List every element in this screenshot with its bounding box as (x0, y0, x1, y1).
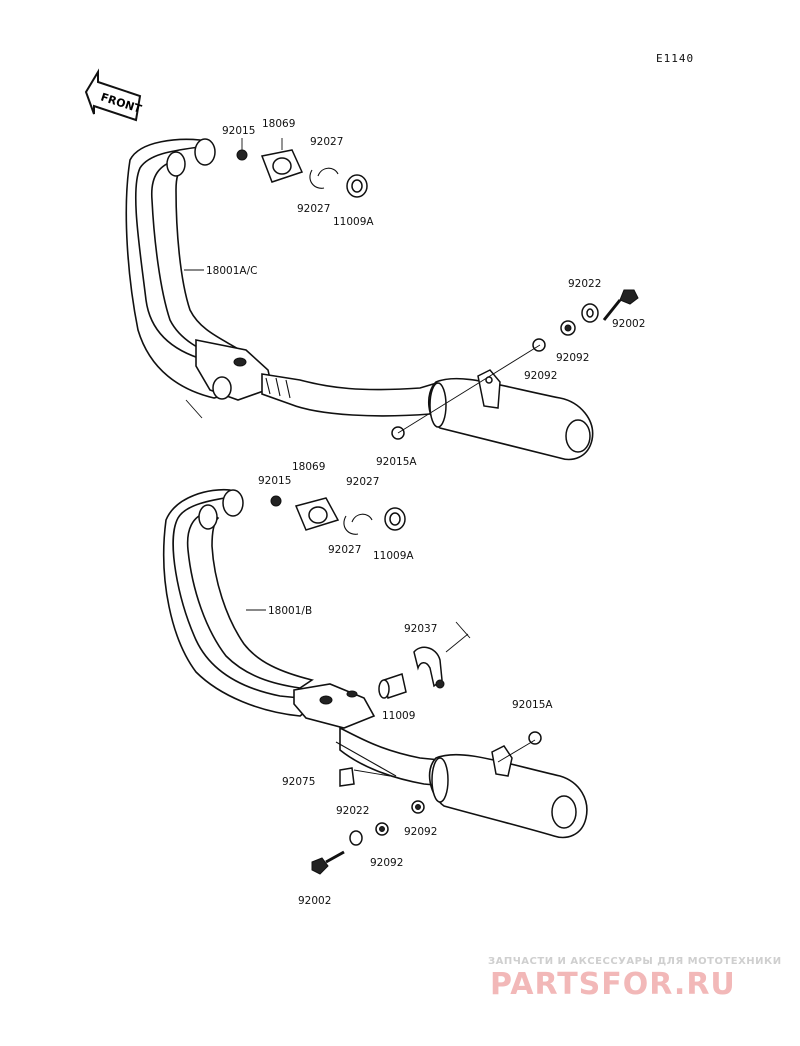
top-midpipe (261, 373, 450, 417)
top-label-92092-a: 92092 (556, 352, 589, 364)
top-collector-outlet (212, 376, 232, 400)
watermark-tagline: ЗАПЧАСТИ И АКСЕССУАРЫ ДЛЯ МОТОТЕХНИКИ (488, 956, 782, 967)
bottom-gasket-11009A-icon (384, 507, 406, 531)
top-assembly: 92015 18069 92027 92027 11009A 18001A/C … (125, 118, 645, 468)
top-headpipe (125, 138, 237, 399)
bottom-collector (293, 683, 376, 729)
top-pipe-inlet-1 (194, 138, 216, 166)
top-label-18069: 18069 (262, 118, 295, 130)
top-nut-92092-a-icon (560, 320, 576, 336)
top-muffler (428, 377, 594, 461)
top-label-92015: 92015 (222, 125, 255, 137)
top-label-92027-lower: 92027 (297, 203, 330, 215)
bottom-label-92027-lower: 92027 (328, 544, 361, 556)
front-arrow-icon: FRONT (84, 68, 144, 122)
bottom-label-92022: 92022 (336, 805, 369, 817)
top-label-92092-b: 92092 (524, 370, 557, 382)
bottom-headpipe-inner (186, 511, 314, 689)
bottom-label-18069: 18069 (292, 461, 325, 473)
bottom-muffler (428, 753, 588, 839)
top-collar-92027-icon (309, 167, 339, 189)
top-flange-18069-icon (260, 149, 304, 183)
top-label-92002: 92002 (612, 318, 645, 330)
bottom-nut-92092-a-icon (411, 800, 425, 814)
bottom-label-11009A: 11009A (373, 550, 414, 562)
bottom-label-92027-upper: 92027 (346, 476, 379, 488)
bottom-label-92015: 92015 (258, 475, 291, 487)
top-muffler-end (565, 419, 591, 453)
bottom-damper-92075-icon (339, 767, 355, 787)
bottom-nut-92015-icon (270, 495, 282, 507)
top-gasket-11009A-icon (346, 174, 368, 198)
top-pipe-inlet-2 (166, 151, 186, 177)
top-label-92027-upper: 92027 (310, 136, 343, 148)
bottom-label-92092-a: 92092 (404, 826, 437, 838)
top-label-92022: 92022 (568, 278, 601, 290)
bottom-label-92037: 92037 (404, 623, 437, 635)
bottom-bolt-92002-icon (311, 850, 345, 875)
bottom-assembly: 92015 18069 92027 92027 11009A 18001/B 9… (163, 461, 588, 907)
bottom-muffler-end (551, 795, 577, 829)
bottom-label-18001B: 18001/B (268, 605, 312, 617)
bottom-pipe-inlet-1 (222, 489, 244, 517)
top-label-11009A: 11009A (333, 216, 374, 228)
bottom-label-92002: 92002 (298, 895, 331, 907)
top-washer-92022-icon (581, 303, 599, 323)
top-nut-92015-icon (236, 149, 248, 161)
bottom-label-11009: 11009 (382, 710, 415, 722)
top-label-18001AC: 18001A/C (206, 265, 257, 277)
bottom-headpipe (163, 488, 323, 717)
bottom-washer-92022-icon (349, 830, 363, 846)
top-nut-92092-b-icon (532, 338, 546, 352)
bottom-nut-92092-b-icon (375, 822, 389, 836)
bottom-label-92015A: 92015A (512, 699, 553, 711)
bottom-gasket-11009-icon (378, 673, 407, 699)
top-label-92015A: 92015A (376, 456, 417, 468)
bottom-flange-18069-icon (294, 497, 340, 531)
bottom-label-92075: 92075 (282, 776, 315, 788)
bottom-pipe-inlet-2 (198, 504, 218, 530)
bottom-muffler-bracket (491, 745, 513, 777)
bottom-collar-92027-icon (343, 513, 373, 535)
bottom-nut-92015A-icon (528, 731, 542, 745)
watermark: ЗАПЧАСТИ И АКСЕССУАРЫ ДЛЯ МОТОТЕХНИКИ PA… (488, 956, 782, 1002)
bottom-clamp-92037-icon (413, 646, 445, 689)
diagram-code: E1140 (656, 52, 694, 65)
top-headpipe-inner (151, 159, 242, 361)
watermark-brand: PARTSFOR.RU (490, 967, 736, 1002)
bottom-label-92092-b: 92092 (370, 857, 403, 869)
top-bolt-92002-icon (602, 289, 639, 321)
